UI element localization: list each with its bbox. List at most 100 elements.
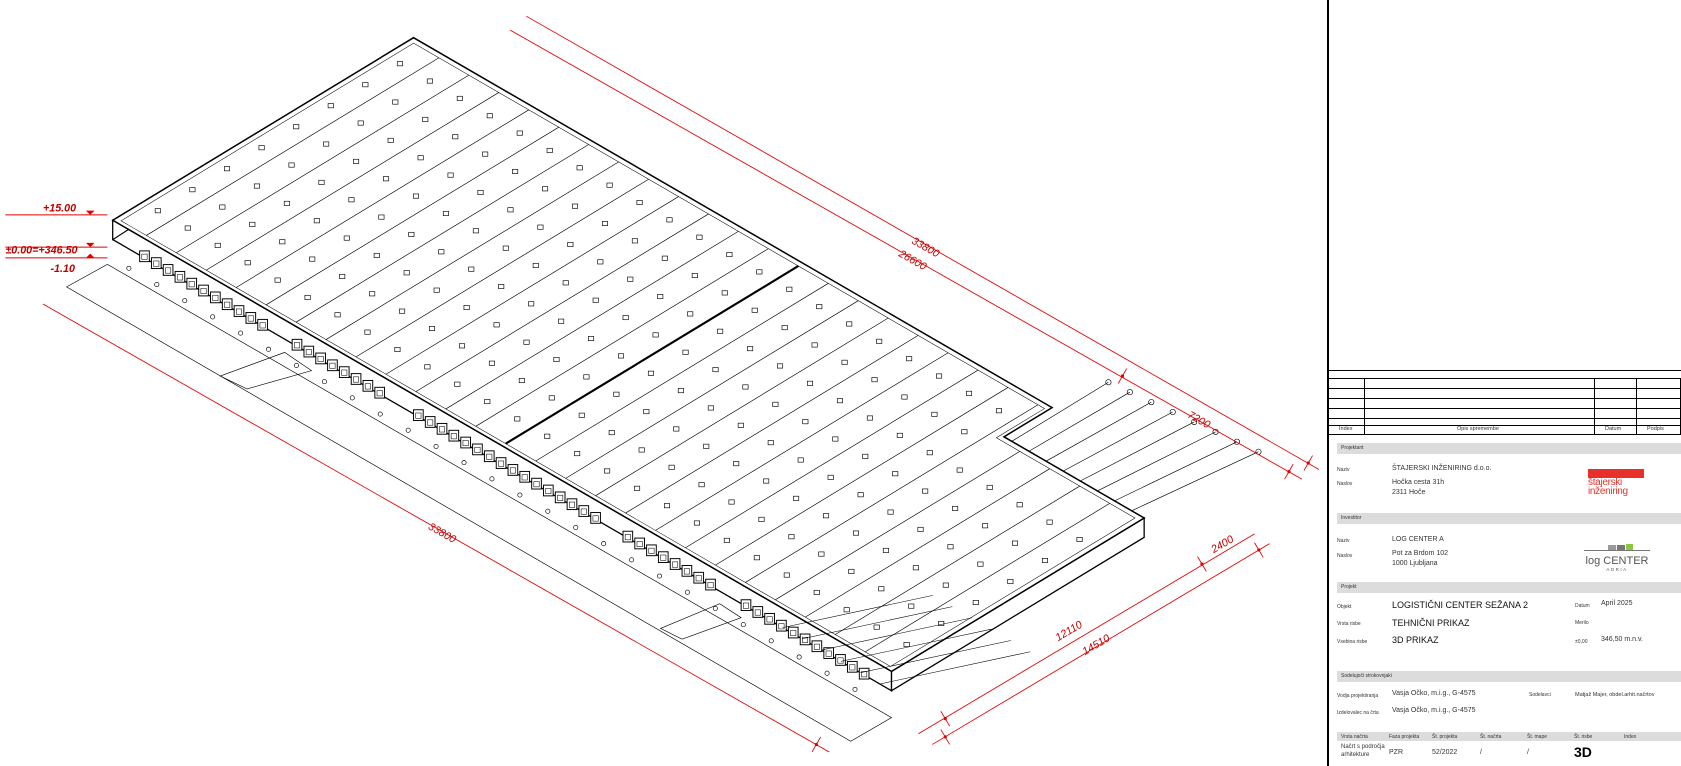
loading-dock-door — [566, 498, 578, 511]
loading-dock-door — [646, 544, 657, 557]
footer-header-st-mape: Št. mape — [1527, 734, 1548, 740]
skylight — [906, 356, 913, 362]
grid-axis-line — [1097, 431, 1216, 492]
objekt-label: Objekt — [1337, 604, 1352, 610]
grid-axis-marker — [657, 573, 662, 579]
loading-dock-door — [186, 277, 198, 290]
skylight — [802, 419, 809, 425]
skylight — [1012, 540, 1019, 546]
skylight — [293, 124, 300, 130]
grid-axis-line — [1114, 441, 1238, 502]
grid-axis-marker — [293, 362, 299, 368]
skylight — [523, 339, 530, 345]
skylight — [922, 488, 929, 494]
level-label-bottom: -1.10 — [50, 263, 74, 275]
roof-panel-line — [535, 283, 829, 462]
skylight — [343, 235, 350, 241]
skylight — [806, 380, 813, 386]
grid-axis-line — [879, 651, 1031, 685]
skylight — [687, 311, 694, 317]
skylight — [876, 338, 883, 344]
grid-axis-marker — [1191, 418, 1198, 425]
roof-panel-line — [385, 196, 679, 375]
skylight — [638, 447, 645, 453]
skylight — [908, 603, 915, 609]
skylight — [544, 433, 551, 439]
skylight — [912, 565, 919, 571]
grid-axis-marker — [238, 330, 244, 336]
skylight — [647, 370, 654, 376]
footer-st-nacrta: / — [1480, 749, 1482, 756]
skylight — [728, 499, 735, 505]
dock-leveler — [259, 322, 266, 329]
grid-axis-marker — [321, 379, 327, 385]
skylight — [827, 474, 834, 480]
skylight — [786, 286, 793, 292]
dock-leveler — [521, 474, 528, 481]
rev-header-description: Opis spremembe — [1457, 426, 1499, 432]
dock-leveler — [766, 616, 773, 623]
roof-panel-line — [715, 387, 1009, 566]
skylight — [537, 224, 544, 230]
dim-line-top-overall — [526, 15, 1320, 470]
skylight — [742, 384, 749, 390]
roof-panel-line — [775, 451, 1021, 601]
dock-leveler — [427, 419, 434, 426]
grid-axis-line — [1063, 411, 1173, 472]
skylight — [378, 214, 385, 220]
skylight — [892, 471, 899, 477]
roof-outline — [111, 36, 1146, 673]
grid-axis-marker — [601, 541, 607, 547]
skylight — [507, 207, 514, 213]
skylight — [816, 304, 823, 310]
dock-leveler — [849, 664, 856, 671]
footer-header-vrsta: Vrsta načrta — [1341, 734, 1368, 740]
dimension-node — [814, 742, 818, 747]
loading-dock-door — [740, 599, 752, 611]
loading-dock-door — [705, 578, 716, 591]
skylight — [618, 353, 625, 359]
skylight — [438, 249, 445, 255]
skylight — [608, 430, 615, 436]
skylight — [417, 155, 424, 161]
skylight — [546, 147, 553, 153]
skylight — [348, 197, 355, 203]
skylight — [887, 509, 894, 515]
grid-axis-marker — [182, 298, 188, 304]
stajerski-logo: štajerski inženiring — [1588, 469, 1644, 497]
skylight — [484, 399, 491, 405]
dimension-node — [943, 735, 947, 739]
skylight — [394, 347, 401, 352]
skylight — [364, 329, 371, 335]
dock-leveler — [778, 623, 785, 630]
dock-leveler — [462, 440, 469, 447]
grid-axis-line — [1011, 381, 1109, 442]
loading-dock-door — [787, 626, 799, 639]
firewall-line — [505, 265, 799, 445]
loading-dock-door — [245, 312, 257, 324]
skylight — [972, 599, 979, 605]
skylight — [753, 555, 760, 561]
loading-dock-door — [221, 298, 233, 311]
skylight — [309, 256, 316, 262]
roof-panel-line — [415, 213, 709, 392]
skylight — [583, 374, 590, 380]
dock-leveler — [165, 267, 172, 274]
skylight — [903, 641, 910, 647]
grid-axis-marker — [796, 654, 802, 660]
footer-header-index: Index — [1624, 734, 1637, 740]
skylight — [673, 426, 680, 432]
loading-dock-door — [291, 338, 303, 351]
dock-leveler — [533, 481, 540, 488]
grid-axis-marker — [126, 265, 132, 271]
roof-panel-line — [865, 503, 1110, 653]
dock-leveler — [580, 508, 587, 515]
skylight — [721, 290, 728, 296]
skylight — [622, 315, 629, 321]
roof-panel-line — [295, 144, 589, 323]
skylight — [424, 364, 431, 370]
rev-header-date: Datum — [1605, 426, 1622, 432]
projektant-naslov-label: Naslov — [1337, 481, 1353, 487]
dock-leveler — [557, 494, 564, 501]
grid-axis-marker — [1169, 409, 1176, 416]
